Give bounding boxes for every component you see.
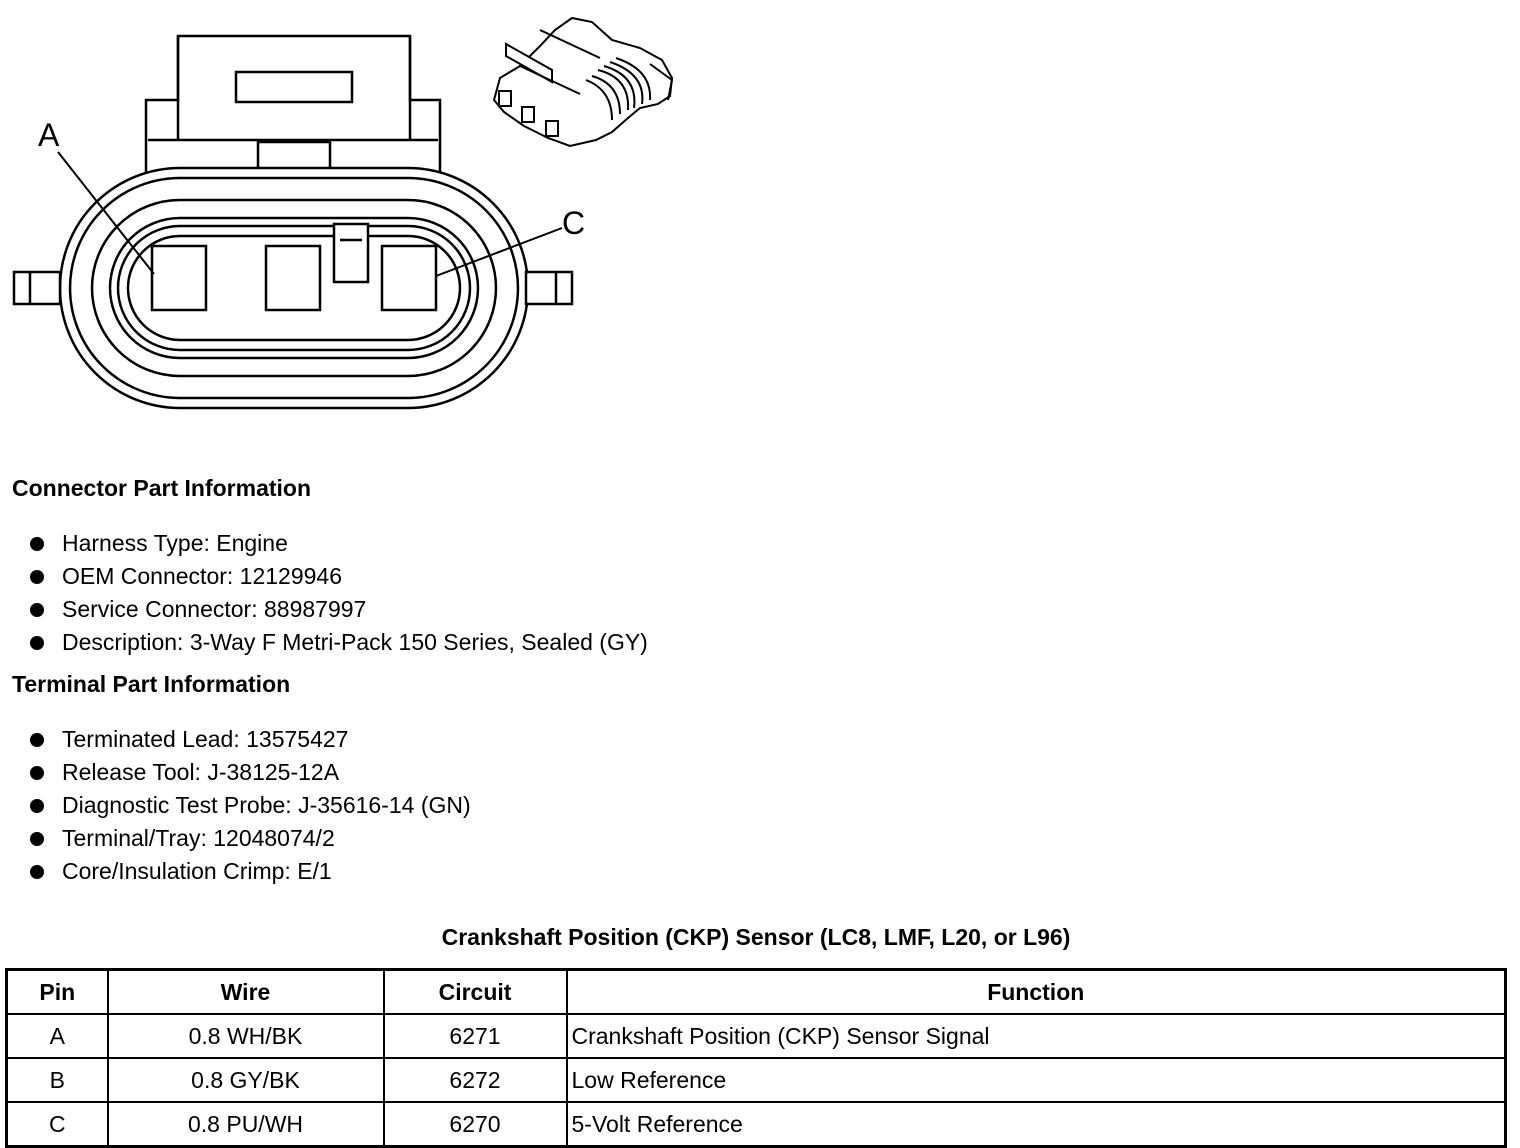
connector-key: [332, 222, 370, 284]
list-item: Diagnostic Test Probe: J-35616-14 (GN): [28, 789, 471, 822]
bullet-icon: [30, 570, 44, 584]
terminal-info-list: Terminated Lead: 13575427 Release Tool: …: [28, 723, 471, 888]
header-pin: Pin: [5, 968, 109, 1015]
connector-face-diagram: A C: [12, 16, 674, 410]
bullet-icon: [30, 832, 44, 846]
pin-table-title: Crankshaft Position (CKP) Sensor (LC8, L…: [441, 924, 1071, 950]
terminal-info-title: Terminal Part Information: [12, 671, 291, 697]
connector-lock-housing: [144, 34, 442, 180]
leader-line-a: [57, 151, 155, 275]
cell-pin: B: [5, 1057, 109, 1103]
cell-circuit: 6272: [382, 1057, 568, 1103]
bullet-icon: [30, 537, 44, 551]
leader-line-c: [435, 227, 563, 277]
list-item: Terminal/Tray: 12048074/2: [28, 822, 471, 855]
cell-circuit: 6270: [382, 1101, 568, 1148]
bullet-icon: [30, 636, 44, 650]
terminal-cavity-b: [264, 244, 322, 312]
cell-function: Crankshaft Position (CKP) Sensor Signal: [565, 1013, 1507, 1059]
header-circuit: Circuit: [382, 968, 568, 1015]
cell-pin: C: [5, 1101, 109, 1148]
cell-wire: 0.8 WH/BK: [106, 1013, 385, 1059]
table-row: A 0.8 WH/BK 6271 Crankshaft Position (CK…: [5, 1013, 1507, 1059]
list-item: Description: 3-Way F Metri-Pack 150 Seri…: [28, 626, 648, 659]
list-item: OEM Connector: 12129946: [28, 560, 648, 593]
table-header-row: Pin Wire Circuit Function: [5, 968, 1507, 1015]
table-row: B 0.8 GY/BK 6272 Low Reference: [5, 1057, 1507, 1103]
list-item: Terminated Lead: 13575427: [28, 723, 471, 756]
pin-table: Pin Wire Circuit Function A 0.8 WH/BK 62…: [5, 968, 1507, 1148]
terminal-cavity-c: [380, 244, 438, 312]
header-wire: Wire: [106, 968, 385, 1015]
connector-info-title: Connector Part Information: [12, 475, 312, 501]
bullet-icon: [30, 799, 44, 813]
cell-function: 5-Volt Reference: [565, 1101, 1507, 1148]
bullet-icon: [30, 603, 44, 617]
cell-pin: A: [5, 1013, 109, 1059]
table-row: C 0.8 PU/WH 6270 5-Volt Reference: [5, 1101, 1507, 1148]
list-item: Release Tool: J-38125-12A: [28, 756, 471, 789]
pin-label-c: C: [562, 205, 585, 241]
cell-function: Low Reference: [565, 1057, 1507, 1103]
cell-wire: 0.8 GY/BK: [106, 1057, 385, 1103]
list-item: Harness Type: Engine: [28, 527, 648, 560]
connector-3d-illustration: [492, 16, 674, 148]
bullet-icon: [30, 766, 44, 780]
connector-info-list: Harness Type: Engine OEM Connector: 1212…: [28, 527, 648, 659]
list-item: Service Connector: 88987997: [28, 593, 648, 626]
bullet-icon: [30, 733, 44, 747]
cell-wire: 0.8 PU/WH: [106, 1101, 385, 1148]
list-item: Core/Insulation Crimp: E/1: [28, 855, 471, 888]
bullet-icon: [30, 865, 44, 879]
terminal-cavity-a: [150, 244, 208, 312]
cell-circuit: 6271: [382, 1013, 568, 1059]
pin-label-a: A: [38, 117, 60, 153]
header-function: Function: [565, 968, 1507, 1015]
